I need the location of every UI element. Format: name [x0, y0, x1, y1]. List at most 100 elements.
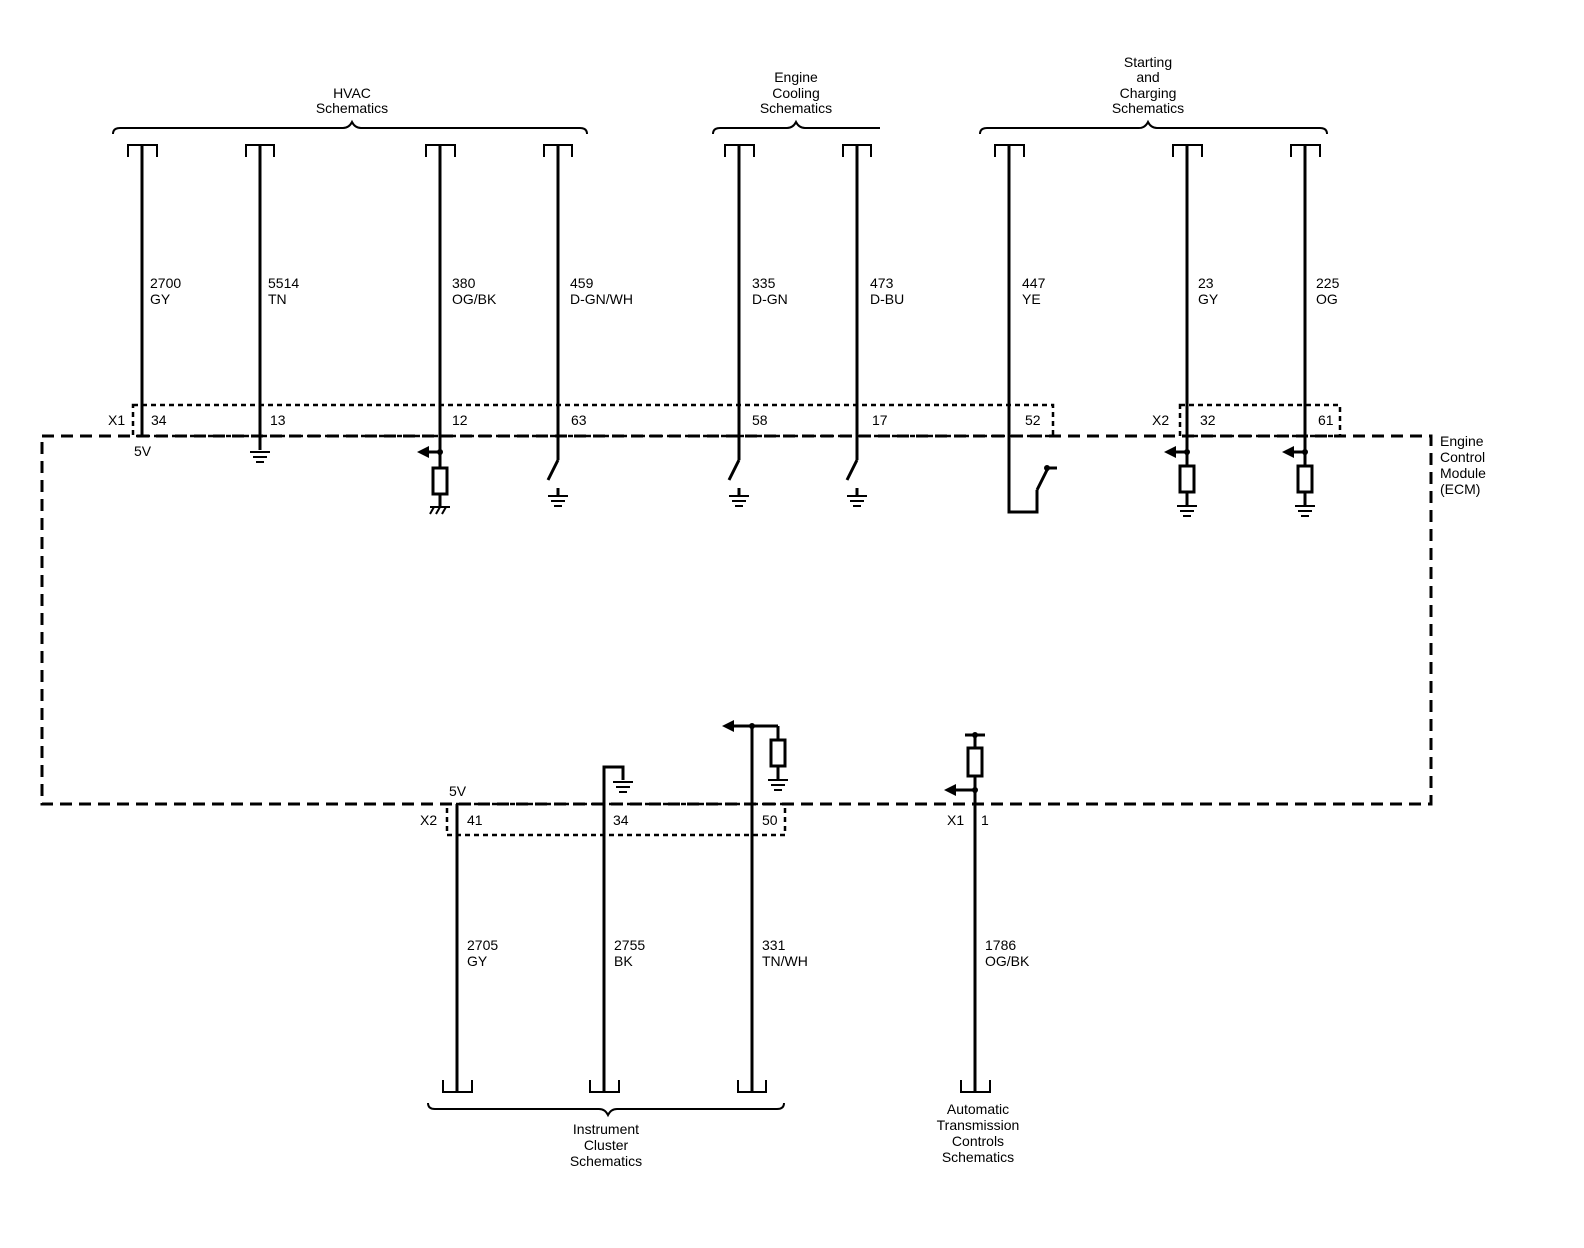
pin-1-x1: 1: [981, 812, 989, 828]
wire-color-23: GY: [1198, 291, 1219, 307]
circuit-number-23: 23: [1198, 275, 1214, 291]
pullup-circuit-225: [1282, 446, 1315, 517]
pin-50-x2: 50: [762, 812, 778, 828]
engine-cooling-group: Engine Cooling Schematics: [712, 69, 880, 135]
pullup-circuit-23: [1164, 446, 1197, 517]
pin-63-x1: 63: [571, 412, 587, 428]
hvac-title-line1: HVAC: [333, 85, 371, 101]
wire-color-331: TN/WH: [762, 953, 808, 969]
voltage-label-top: 5V: [134, 443, 152, 459]
ecm-label-line1: Engine: [1440, 433, 1484, 449]
pullup-circuit-331: [722, 720, 788, 791]
instrument-cluster-title-line1: Instrument: [573, 1121, 639, 1137]
wire-color-2755: BK: [614, 953, 633, 969]
ecm-module-outline: [40, 434, 1433, 806]
bottom-wires: [455, 726, 977, 1092]
arrow-left-icon: [1282, 446, 1294, 458]
instrument-cluster-brace: [427, 1102, 785, 1118]
arrow-left-icon: [417, 446, 429, 458]
ecm-label-line2: Control: [1440, 449, 1485, 465]
bottom-pin-numbers: 41 34 50 1: [467, 812, 989, 828]
starting-charging-title-line2: and: [1136, 69, 1159, 85]
pin-52-x1: 52: [1025, 412, 1041, 428]
connector-x2-bottom: [445, 802, 787, 837]
circuit-number-225: 225: [1316, 275, 1340, 291]
engine-cooling-title-line3: Schematics: [760, 100, 832, 116]
ecm-label-line3: Module: [1440, 465, 1486, 481]
wire-color-380: OG/BK: [452, 291, 497, 307]
hvac-title-line2: Schematics: [316, 100, 388, 116]
wire-color-473: D-BU: [870, 291, 904, 307]
top-wires: [140, 145, 1307, 514]
circuit-number-2755: 2755: [614, 937, 645, 953]
ecm-module-label: Engine Control Module (ECM): [1440, 433, 1486, 497]
top-pin-numbers: 34 13 12 63 58 17 52 32 61: [151, 412, 1334, 428]
voltage-label-bottom: 5V: [449, 783, 467, 799]
engine-cooling-title-line2: Cooling: [772, 85, 819, 101]
pin-34-x1: 34: [151, 412, 167, 428]
circuit-number-2705: 2705: [467, 937, 498, 953]
wire-color-5514: TN: [268, 291, 287, 307]
ground-symbol-5514: [250, 451, 270, 463]
instrument-cluster-title-line2: Cluster: [584, 1137, 629, 1153]
pin-32-x2: 32: [1200, 412, 1216, 428]
pin-34-x2: 34: [613, 812, 629, 828]
engine-cooling-brace: [712, 119, 880, 135]
starting-charging-title-line4: Schematics: [1112, 100, 1184, 116]
connector-x2-top-label: X2: [1152, 412, 1169, 428]
wire-color-2705: GY: [467, 953, 488, 969]
resistor-225: [1296, 464, 1314, 494]
wire-color-225: OG: [1316, 291, 1338, 307]
instrument-cluster-group: Instrument Cluster Schematics: [427, 1102, 785, 1169]
wire-color-459: D-GN/WH: [570, 291, 633, 307]
instrument-cluster-title-line3: Schematics: [570, 1153, 642, 1169]
switch-ground-473: [845, 459, 867, 507]
arrow-left-icon: [1164, 446, 1176, 458]
resistor-331: [769, 738, 787, 768]
circuit-number-473: 473: [870, 275, 894, 291]
connector-x2-top: [1178, 403, 1342, 438]
top-terminals: [127, 144, 1321, 157]
auto-trans-title-line2: Transmission: [937, 1117, 1020, 1133]
hvac-brace: [112, 119, 588, 135]
wire-color-1786: OG/BK: [985, 953, 1030, 969]
connector-x1-top: [131, 403, 1055, 438]
switch-ground-459: [546, 459, 568, 507]
circuit-number-335: 335: [752, 275, 776, 291]
wire-color-447: YE: [1022, 291, 1041, 307]
connector-x1-bottom-label: X1: [947, 812, 964, 828]
pin-12-x1: 12: [452, 412, 468, 428]
top-wire-labels: 2700 GY 5514 TN 380 OG/BK 459 D-GN/WH 33…: [150, 275, 1340, 307]
circuit-number-331: 331: [762, 937, 786, 953]
switch-447: [1035, 465, 1057, 491]
arrow-left-icon: [722, 720, 734, 732]
pullup-circuit-1786: [944, 732, 985, 796]
resistor-1786: [966, 746, 984, 778]
resistor-380: [431, 466, 449, 496]
auto-trans-title-line3: Controls: [952, 1133, 1004, 1149]
bottom-wire-labels: 2705 GY 2755 BK 331 TN/WH 1786 OG/BK: [467, 937, 1030, 969]
auto-trans-title-line1: Automatic: [947, 1101, 1009, 1117]
pin-41-x2: 41: [467, 812, 483, 828]
connector-x2-bottom-label: X2: [420, 812, 437, 828]
pin-13-x1: 13: [270, 412, 286, 428]
circuit-number-380: 380: [452, 275, 476, 291]
circuit-number-459: 459: [570, 275, 594, 291]
wire-color-2700: GY: [150, 291, 171, 307]
engine-cooling-title-line1: Engine: [774, 69, 818, 85]
pin-58-x1: 58: [752, 412, 768, 428]
starting-charging-brace: [979, 119, 1328, 135]
pin-17-x1: 17: [872, 412, 888, 428]
auto-trans-title-line4: Schematics: [942, 1149, 1014, 1165]
ground-symbol-2755: [602, 765, 633, 804]
circuit-number-447: 447: [1022, 275, 1046, 291]
terminal-2705: [442, 1080, 473, 1093]
switch-ground-335: [727, 459, 749, 507]
wire-color-335: D-GN: [752, 291, 788, 307]
connector-x1-top-label: X1: [108, 412, 125, 428]
pullup-circuit-380: [417, 446, 450, 515]
terminal-2755: [589, 1080, 620, 1093]
terminal-1786: [960, 1080, 991, 1093]
circuit-number-2700: 2700: [150, 275, 181, 291]
